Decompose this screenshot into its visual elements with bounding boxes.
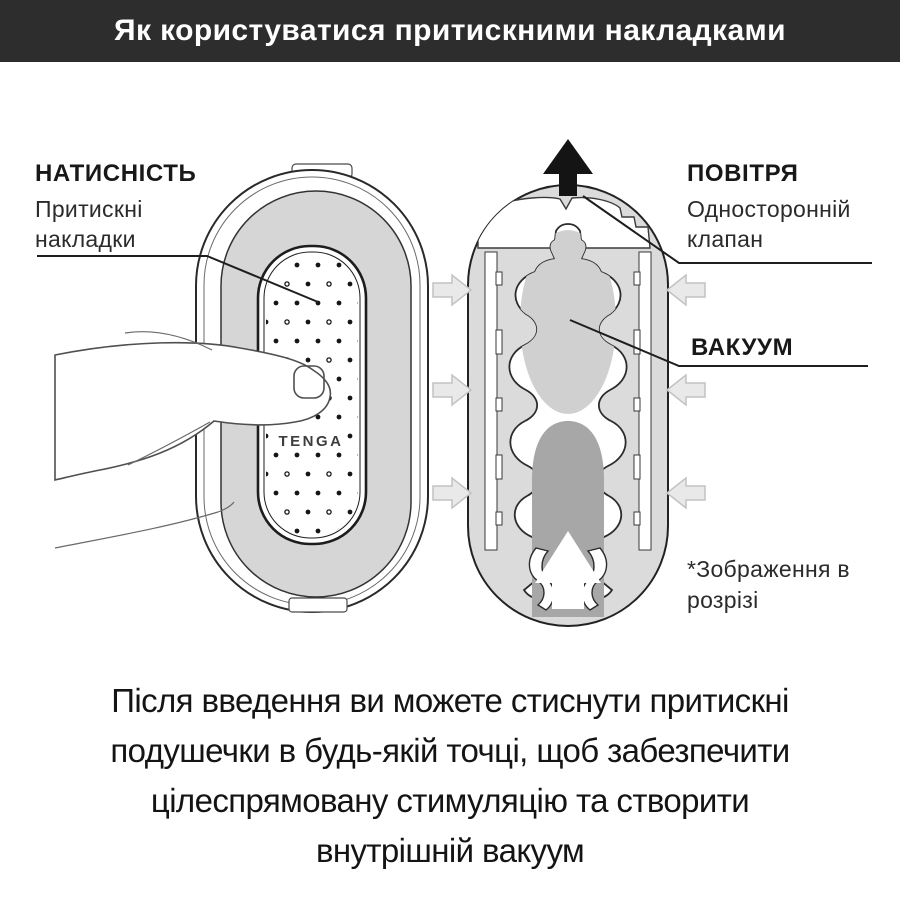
- instruction-line: подушечки в будь-якій точці, щоб забезпе…: [110, 732, 790, 769]
- curled-finger-line: [54, 501, 235, 549]
- air-label: ПОВІТРЯ Односторонній клапан: [687, 160, 872, 255]
- instruction-paragraph: Після введення ви можете стиснути притис…: [0, 676, 900, 876]
- pressure-leader-line: [37, 255, 319, 303]
- logo-backing: [278, 430, 344, 450]
- air-arrow-right-icon: [432, 373, 473, 407]
- air-arrow-right-icon: [432, 476, 473, 510]
- page-title: Як користуватися притискними накладками: [114, 14, 786, 47]
- instruction-line: цілеспрямовану стимуляцію та створити: [150, 782, 750, 819]
- air-arrow-left-icon: [665, 273, 706, 307]
- air-arrow-right-icon: [432, 273, 473, 307]
- air-exit-arrow-icon: [543, 139, 593, 196]
- inner-wall-right: [633, 251, 652, 551]
- air-arrow-left-icon: [665, 373, 706, 407]
- pressure-label-subtitle: Притискні накладки: [35, 196, 143, 252]
- device-cross-section-illustration: [467, 139, 669, 627]
- pressure-label: НАТИСНІСТЬ Притискні накладки: [35, 160, 200, 255]
- tenga-logo: TENGA: [279, 433, 344, 450]
- vacuum-label-title: ВАКУУМ: [691, 334, 794, 361]
- inner-wall-left: [484, 251, 503, 551]
- air-label-title: ПОВІТРЯ: [687, 160, 799, 187]
- hand-top-fold: [124, 331, 213, 351]
- leader-lines: [37, 195, 872, 367]
- pressure-label-title: НАТИСНІСТЬ: [35, 160, 197, 187]
- insertion-arrow-icon: [535, 531, 601, 609]
- fingernail: [293, 365, 325, 399]
- air-flow-arrows: [432, 273, 706, 510]
- finger-crease-line: [127, 421, 211, 466]
- vacuum-leader-line: [569, 319, 868, 367]
- instruction-line: внутрішній вакуум: [315, 832, 585, 869]
- air-arrow-left-icon: [665, 476, 706, 510]
- vacuum-chamber: [520, 230, 616, 414]
- air-leader-line: [582, 195, 872, 264]
- index-finger: [54, 341, 332, 482]
- device-bottom-cap: [288, 597, 348, 613]
- hand-illustration: [54, 331, 332, 549]
- header-banner: Як користуватися притискними накладками: [0, 0, 900, 62]
- cross-section-note: *Зображення в розрізі: [687, 556, 850, 614]
- air-label-subtitle: Односторонній клапан: [687, 196, 851, 252]
- instruction-line: Після введення ви можете стиснути притис…: [111, 682, 789, 719]
- vacuum-label: ВАКУУМ: [691, 334, 793, 362]
